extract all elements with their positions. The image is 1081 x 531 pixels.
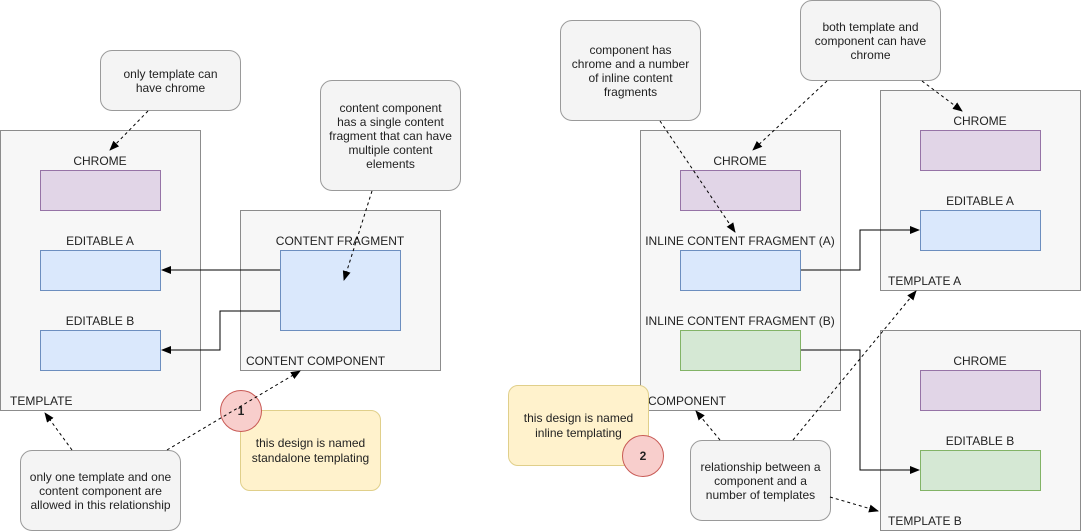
edge-inline-b-to-template-b (801, 349, 920, 474)
note-component-chrome-desc: component has chrome and a number of inl… (560, 20, 701, 121)
template-a-editable-block (920, 210, 1041, 251)
inline-fragment-b-block (680, 330, 801, 371)
edge-note-to-inline-fragment (659, 120, 736, 233)
note-relationship: relationship between a component and a n… (690, 440, 831, 521)
component-label: COMPONENT (648, 394, 726, 408)
template-label: TEMPLATE (10, 394, 73, 408)
note-both-chrome: both template and component can have chr… (800, 0, 941, 81)
edge-note-to-template-a-chrome (921, 80, 963, 112)
template-editable-a-block (40, 250, 161, 291)
edge-note-to-content-component (166, 370, 301, 451)
edge-note-to-component-chrome (752, 80, 828, 151)
template-editable-b-block (40, 330, 161, 371)
template-a-label: TEMPLATE A (888, 274, 962, 288)
template-editable-a-label: EDITABLE A (66, 234, 134, 248)
edge-note-to-template (44, 412, 73, 451)
edge-inline-a-to-template-a (801, 226, 920, 271)
inline-fragment-b-label: INLINE CONTENT FRAGMENT (B) (645, 314, 835, 328)
component-chrome-label: CHROME (713, 154, 767, 168)
template-a-container (880, 90, 1081, 291)
content-fragment-label: CONTENT FRAGMENT (275, 234, 405, 248)
template-a-editable-label: EDITABLE A (946, 194, 1014, 208)
template-editable-b-label: EDITABLE B (65, 314, 135, 328)
edge-fragment-to-editable-b (161, 310, 280, 354)
template-b-chrome-block (920, 370, 1041, 411)
badge-2: 2 (622, 435, 664, 477)
component-chrome-block (680, 170, 801, 211)
template-b-editable-block (920, 450, 1041, 491)
template-b-label: TEMPLATE B (888, 514, 962, 528)
inline-fragment-a-block (680, 250, 801, 291)
inline-fragment-a-label: INLINE CONTENT FRAGMENT (A) (645, 234, 835, 248)
template-chrome-label: CHROME (73, 154, 127, 168)
template-b-chrome-label: CHROME (953, 354, 1007, 368)
edge-note-to-template-chrome (109, 110, 149, 151)
template-a-chrome-block (920, 130, 1041, 171)
template-b-editable-label: EDITABLE B (945, 434, 1015, 448)
edge-note-to-content-fragment (342, 190, 373, 281)
edge-relationship-to-component (695, 410, 721, 441)
content-fragment-block (280, 250, 401, 331)
note-only-template-chrome: only template can have chrome (100, 50, 241, 111)
design-name-standalone: this design is named standalone templati… (240, 410, 381, 491)
edge-relationship-to-template-b (829, 496, 879, 513)
note-content-component-desc: content component has a single content f… (320, 80, 461, 191)
template-chrome-block (40, 170, 161, 211)
edge-relationship-to-template-a (792, 290, 917, 441)
badge-1: 1 (220, 390, 262, 432)
template-a-chrome-label: CHROME (953, 114, 1007, 128)
content-component-label: CONTENT COMPONENT (246, 354, 386, 368)
